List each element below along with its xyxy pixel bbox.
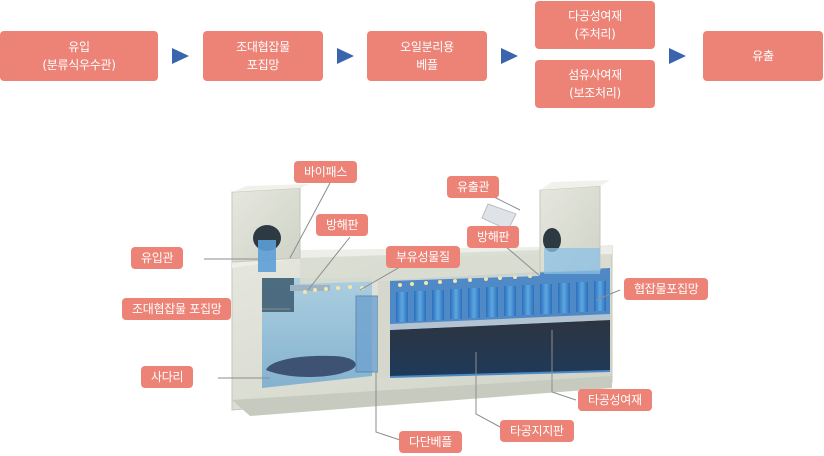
flow-step-inflow: 유입 (분류식우수관) (0, 31, 158, 81)
flow-arrow-icon (337, 48, 354, 64)
flow-step-coarse-screen-title: 조대협잡물 (236, 40, 290, 54)
flow-step-inflow-sub: (분류식우수관) (42, 58, 116, 72)
label-bypass: 바이패스 (294, 161, 357, 183)
label-porous-media: 타공성여재 (578, 389, 652, 411)
flow-step-fiber-media: 섬유사여재 (보조처리) (535, 60, 655, 108)
label-debris-screen: 협잡물포집망 (624, 278, 709, 300)
flow-step-fiber-media-sub: (보조처리) (569, 86, 621, 100)
flow-arrow-icon (501, 48, 518, 64)
label-floating-matter: 부유성물질 (386, 246, 460, 268)
label-multistage-baffle: 다단베플 (399, 431, 462, 453)
flow-step-porous-media-title: 다공성여재 (568, 9, 622, 23)
flow-arrow-icon (669, 48, 686, 64)
label-perforated-support: 타공지지판 (500, 420, 574, 442)
flow-step-outflow-title: 유출 (752, 49, 774, 63)
label-baffle-left: 방해판 (316, 214, 369, 236)
flow-step-porous-media: 다공성여재 (주처리) (535, 1, 655, 49)
flow-step-porous-media-sub: (주처리) (574, 27, 616, 41)
flow-step-oil-baffle-title: 오일분리용 (400, 40, 454, 54)
flow-step-coarse-screen-sub: 포집망 (246, 58, 280, 72)
media-cylinders (396, 281, 606, 322)
label-outlet-pipe: 유출관 (447, 176, 500, 198)
flow-step-oil-baffle-sub: 베플 (416, 58, 438, 72)
flow-step-inflow-title: 유입 (68, 40, 90, 54)
flow-step-outflow: 유출 (703, 31, 823, 81)
label-inlet-pipe: 유입관 (131, 247, 184, 269)
flow-step-coarse-screen: 조대협잡물 포집망 (203, 31, 323, 81)
flow-arrow-icon (172, 48, 189, 64)
flow-step-oil-baffle: 오일분리용 베플 (367, 31, 487, 81)
flow-step-fiber-media-title: 섬유사여재 (568, 68, 622, 82)
label-coarse-screen: 조대협잡물 포집망 (122, 298, 232, 320)
label-ladder: 사다리 (141, 366, 194, 388)
label-baffle-right: 방해판 (467, 226, 520, 248)
